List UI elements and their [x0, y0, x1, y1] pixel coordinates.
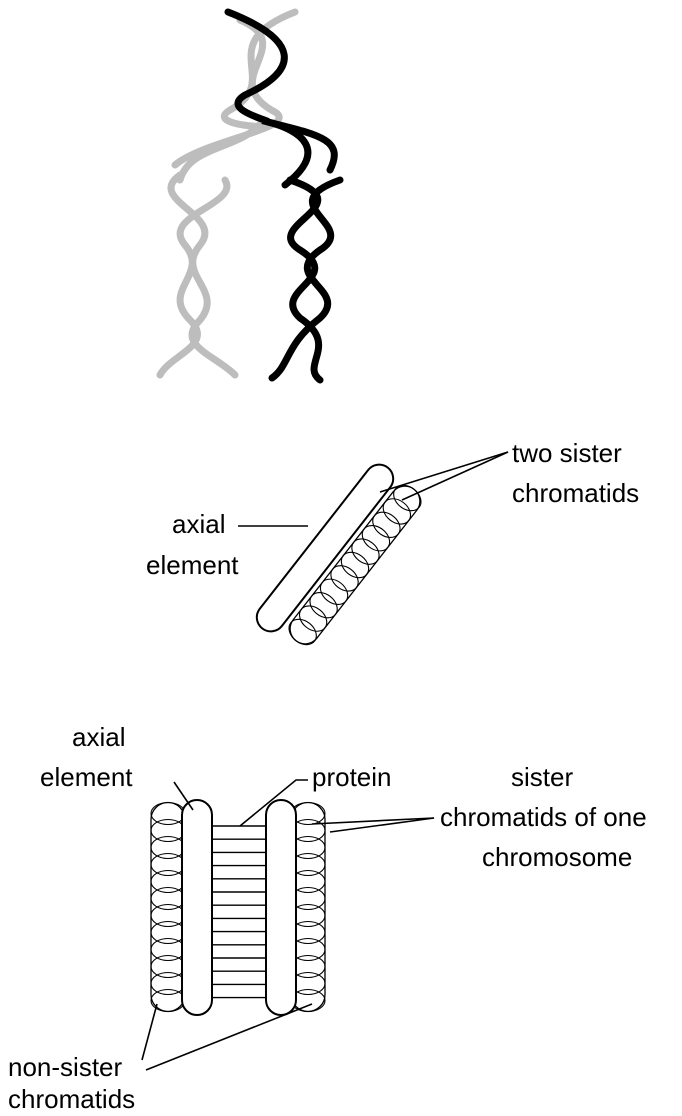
panel-2-sister-leader-1: [380, 452, 508, 492]
panel-2-axial-element-label-line-2: element: [146, 550, 239, 580]
panel-3-sister-label-line-1: sister: [511, 762, 573, 792]
dark-helix-strand-a: [228, 12, 334, 170]
panel-3-axial-element-label-line-1: axial: [72, 722, 125, 752]
panel-3-non-sister-label-line-2: chromatids: [8, 1084, 135, 1114]
panel-2-axial-element-label-line-1: axial: [172, 509, 225, 539]
light-helix-strand-d: [160, 180, 227, 375]
panel-3-non-sister-leader-1: [142, 1004, 157, 1060]
panel-3-non-sister-label-line-1: non-sister: [8, 1052, 122, 1082]
panel-3-sister-label-line-2: chromatids of one: [440, 802, 647, 832]
panel-3-non-sister-leader-2: [146, 1004, 312, 1070]
panel-3-left-axial-element: [182, 800, 212, 1015]
panel-3-protein-bridges: [210, 826, 268, 998]
panel-2-sister-leader-2: [402, 452, 508, 500]
panel-3-right-axial-element: [266, 800, 296, 1015]
panel-3-left-chromatid-coils: [151, 803, 185, 1012]
panel-3-protein-label: protein: [312, 762, 392, 792]
light-helix-strand-c: [171, 175, 235, 375]
light-helix-strand-b: [175, 20, 279, 165]
panel-2-sister-label-line-2: chromatids: [512, 478, 639, 508]
panel-1-dna-helices: [160, 12, 340, 380]
panel-3-axial-element-label-line-2: element: [40, 762, 133, 792]
panel-3-synaptonemal-complex: axial element protein sister chromatids …: [8, 722, 647, 1114]
panel-2-axial-element: axial element two sister chromatids: [146, 438, 639, 650]
panel-3-sister-label-line-3: chromosome: [482, 842, 632, 872]
panel-2-sister-label-line-1: two sister: [512, 438, 622, 468]
